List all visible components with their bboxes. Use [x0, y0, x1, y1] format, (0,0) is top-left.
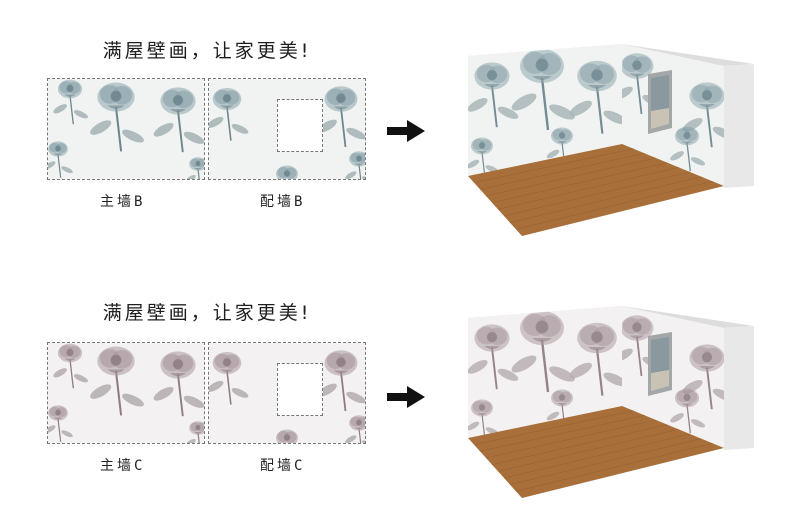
- headline: 满屋壁画，让家更美!: [102, 302, 312, 324]
- side-wall-panel: [208, 78, 366, 180]
- headline: 满屋壁画，让家更美!: [102, 40, 312, 62]
- window-cutout: [277, 99, 323, 152]
- room-preview: [462, 298, 754, 498]
- arrow-right-icon: [387, 386, 425, 408]
- main-wall-caption: 主墙B: [100, 194, 146, 210]
- side-wall-panel: [208, 342, 366, 444]
- wallpaper-row-c: 满屋壁画，让家更美! 主墙C 配墙C: [0, 260, 790, 520]
- room-rendering: [468, 44, 754, 236]
- room-rendering: [468, 306, 754, 498]
- window-cutout: [277, 363, 323, 416]
- room-preview: [462, 36, 754, 236]
- rose-pattern: [48, 79, 204, 179]
- side-wall-caption: 配墙B: [260, 194, 306, 210]
- wallpaper-row-b: 满屋壁画，让家更美! 主墙B 配墙B: [47, 36, 754, 236]
- rose-pattern: [48, 343, 204, 443]
- main-wall-caption: 主墙C: [100, 458, 146, 474]
- main-wall-panel: [47, 78, 205, 180]
- main-wall-panel: [47, 342, 205, 444]
- side-wall-caption: 配墙C: [260, 458, 306, 474]
- arrow-right-icon: [387, 120, 425, 142]
